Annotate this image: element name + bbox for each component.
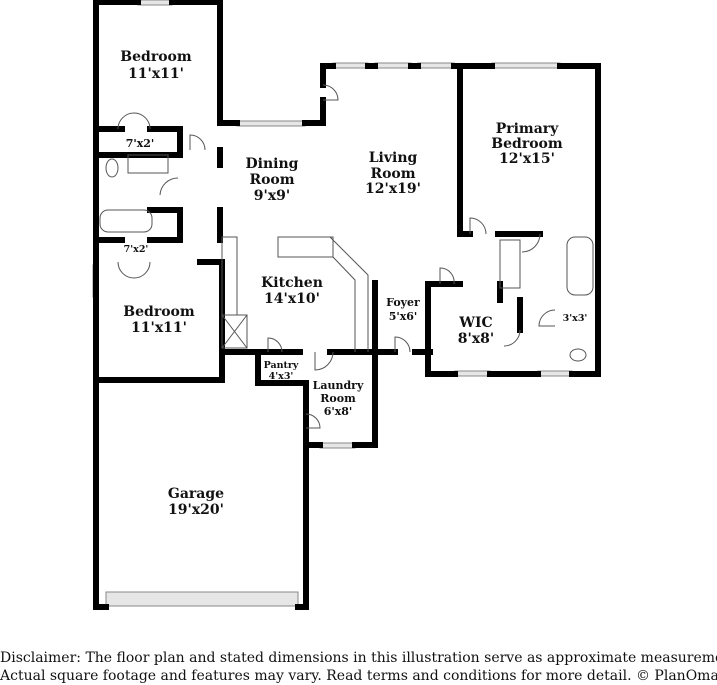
garage-dims: 19'x20' bbox=[168, 502, 224, 518]
kitchen-name: Kitchen bbox=[261, 275, 323, 291]
laundry-name2: Room bbox=[320, 392, 356, 405]
laundry-dims: 6'x8' bbox=[324, 405, 353, 418]
disclaimer-line-1: Disclaimer: The floor plan and stated di… bbox=[0, 650, 717, 666]
room-labels: Bedroom 11'x11' 7'x2' 7'x2' Bedroom 11'x… bbox=[120, 49, 587, 518]
primary-name1: Primary bbox=[496, 121, 559, 137]
wic-name: WIC bbox=[458, 315, 492, 331]
walls bbox=[93, 0, 601, 610]
fixtures bbox=[99, 84, 594, 429]
disclaimer-line-2: Actual square footage and features may v… bbox=[0, 668, 717, 684]
living-name1: Living bbox=[369, 150, 418, 166]
living-dims: 12'x19' bbox=[365, 181, 421, 197]
foyer-name: Foyer bbox=[386, 296, 420, 309]
bedroom-bottom-name: Bedroom bbox=[123, 304, 195, 320]
kitchen-dims: 14'x10' bbox=[264, 291, 320, 307]
pantry-name: Pantry bbox=[264, 360, 299, 371]
bedroom-bottom-dims: 11'x11' bbox=[131, 320, 187, 336]
bedroom-top-name: Bedroom bbox=[120, 49, 192, 65]
pantry-dims: 4'x3' bbox=[269, 371, 294, 382]
wc-dims: 3'x3' bbox=[563, 313, 588, 324]
wic-dims: 8'x8' bbox=[458, 331, 494, 347]
primary-name2: Bedroom bbox=[491, 136, 563, 152]
floor-plan-drawing: Bedroom 11'x11' 7'x2' 7'x2' Bedroom 11'x… bbox=[92, 0, 601, 610]
dining-dims: 9'x9' bbox=[254, 188, 290, 204]
laundry-name1: Laundry bbox=[313, 379, 364, 392]
dining-name2: Room bbox=[249, 172, 294, 188]
dining-name1: Dining bbox=[246, 156, 299, 172]
primary-dims: 12'x15' bbox=[499, 151, 555, 167]
bedroom-top-dims: 11'x11' bbox=[128, 66, 184, 82]
closet-bottom-dims: 7'x2' bbox=[124, 244, 149, 255]
garage-name: Garage bbox=[168, 486, 224, 502]
living-name2: Room bbox=[370, 166, 415, 182]
foyer-dims: 5'x6' bbox=[389, 310, 418, 323]
closet-top-dims: 7'x2' bbox=[126, 137, 155, 150]
